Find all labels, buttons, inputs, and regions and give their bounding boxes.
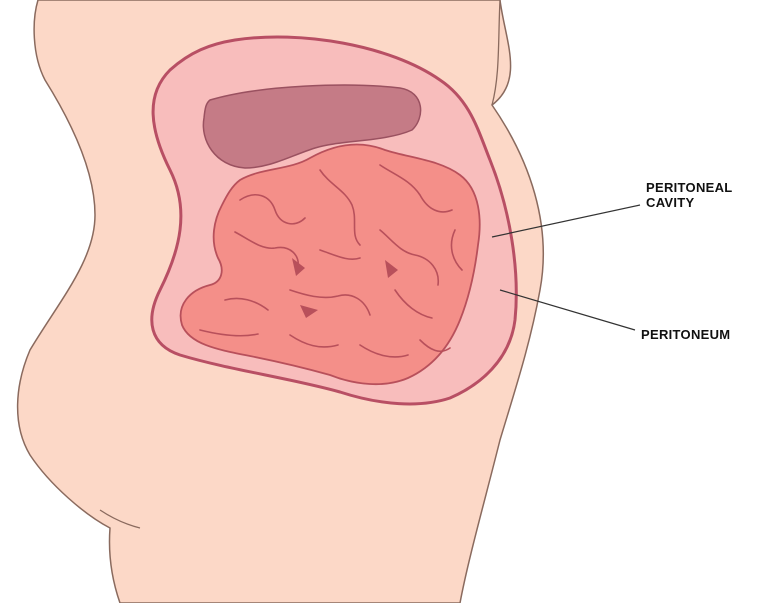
peritoneum-label-text: PERITONEUM [641, 327, 730, 342]
peritoneal-cavity-label-line1: PERITONEAL [646, 180, 733, 195]
peritoneal-cavity-label-line2: CAVITY [646, 195, 733, 210]
peritoneum-label: PERITONEUM [641, 327, 730, 342]
peritoneal-cavity-label: PERITONEAL CAVITY [646, 180, 733, 210]
